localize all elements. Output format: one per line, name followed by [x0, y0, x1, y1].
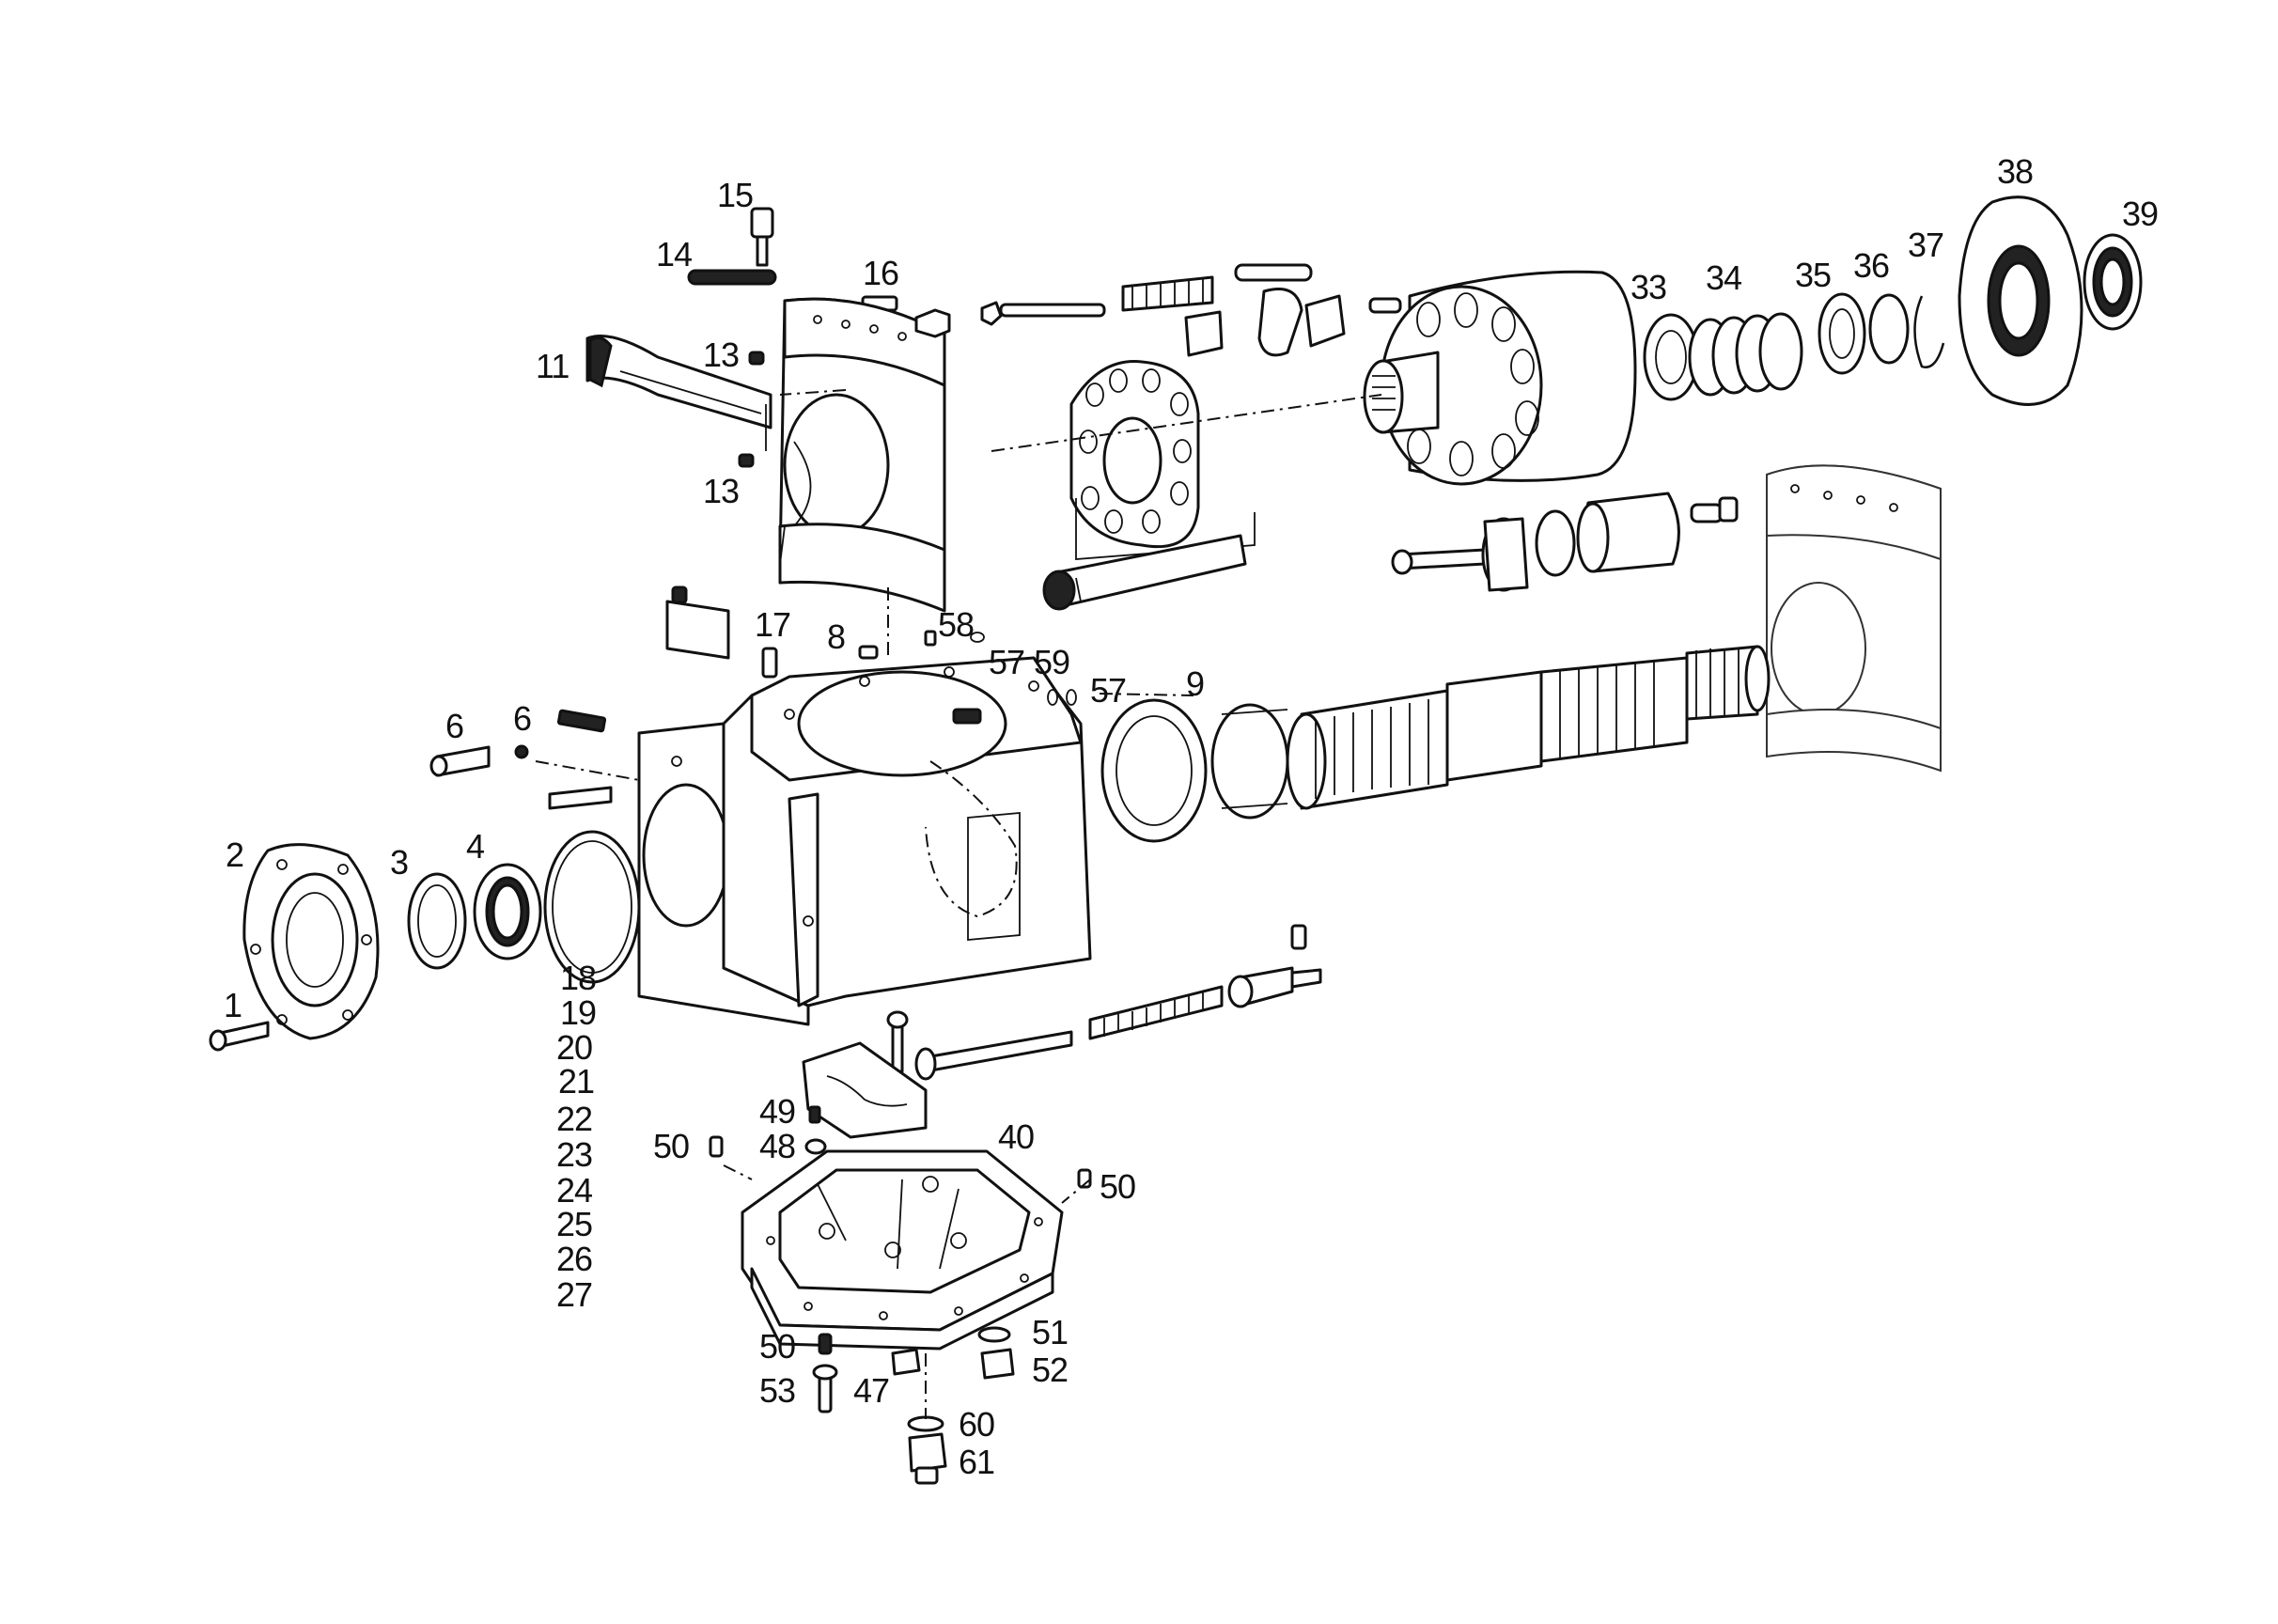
main-case-part	[637, 656, 1092, 1026]
link-plate-part	[687, 269, 777, 286]
label-49: 49	[759, 1092, 795, 1131]
brake-band-part	[585, 335, 772, 451]
thrust-ring-part	[1868, 293, 1910, 365]
label-38: 38	[1997, 152, 2033, 191]
label-57b: 57	[1090, 671, 1126, 710]
label-8: 8	[827, 617, 845, 656]
label-40: 40	[998, 1117, 1034, 1156]
snap-ring-part	[1913, 295, 1945, 368]
label-14: 14	[656, 235, 692, 273]
part-labels: 1 2 3 4 6 6 8 9 11 13 13 14 15 16 17 18 …	[224, 152, 2159, 1481]
bolt-part	[750, 207, 774, 267]
flange-part	[242, 843, 380, 1040]
top-pin-row	[914, 263, 1402, 357]
gasket-ring-part	[543, 830, 641, 984]
name-plate-part	[556, 709, 607, 733]
label-35: 35	[1795, 256, 1831, 294]
label-37: 37	[1908, 226, 1943, 264]
valve-plate-part	[1069, 360, 1256, 560]
part-drawings	[209, 195, 2143, 1485]
label-27: 27	[556, 1275, 592, 1314]
label-6b: 6	[513, 699, 531, 738]
label-60: 60	[959, 1405, 994, 1444]
label-17: 17	[755, 605, 790, 644]
label-50c: 50	[759, 1327, 795, 1366]
main-shaft-part	[1100, 645, 1771, 843]
small-rings-57-59	[761, 630, 1077, 706]
gasket-part	[665, 586, 730, 660]
label-48: 48	[759, 1127, 795, 1165]
right-housing-outline	[1766, 464, 1942, 773]
oil-pan-part	[741, 1149, 1064, 1351]
label-36: 36	[1853, 246, 1889, 285]
label-16: 16	[863, 254, 898, 292]
label-20: 20	[556, 1028, 592, 1067]
label-11: 11	[536, 347, 569, 385]
upper-housing-part	[778, 297, 946, 613]
seal-ring-part	[407, 872, 467, 970]
washer-part	[1818, 292, 1866, 375]
label-24: 24	[556, 1171, 592, 1210]
label-3: 3	[390, 843, 408, 882]
label-33: 33	[1630, 268, 1666, 306]
label-13b: 13	[703, 472, 739, 510]
center-lines	[535, 389, 1382, 1419]
label-34: 34	[1706, 258, 1741, 297]
control-rod-part	[886, 924, 1322, 1081]
spring-stack-part	[1688, 312, 1803, 397]
piston-rod-part	[1042, 534, 1247, 611]
label-50a: 50	[653, 1127, 689, 1165]
selector-plate-part	[802, 1041, 928, 1139]
label-61: 61	[959, 1443, 994, 1481]
label-26: 26	[556, 1240, 592, 1278]
label-1: 1	[224, 986, 242, 1024]
label-51: 51	[1032, 1313, 1068, 1351]
end-cover-part	[1958, 195, 2083, 406]
flange-bolt-part	[209, 1021, 270, 1052]
label-19: 19	[560, 993, 596, 1032]
label-50b: 50	[1100, 1167, 1135, 1206]
label-53: 53	[759, 1371, 795, 1410]
label-2: 2	[226, 835, 243, 874]
bearing-cup-part	[473, 863, 542, 960]
label-22: 22	[556, 1100, 592, 1138]
servo-piston-part	[1391, 492, 1739, 592]
label-9: 9	[1186, 664, 1204, 703]
label-18: 18	[560, 959, 596, 997]
label-57a: 57	[989, 643, 1024, 681]
label-21: 21	[558, 1062, 594, 1101]
label-6a: 6	[445, 707, 463, 745]
label-4: 4	[466, 827, 484, 866]
cylinder-block-part	[1363, 270, 1637, 486]
dowel-pin-part	[429, 744, 613, 810]
label-52: 52	[1032, 1351, 1068, 1389]
label-25: 25	[556, 1205, 592, 1243]
label-59: 59	[1034, 643, 1069, 681]
label-15: 15	[717, 176, 753, 214]
end-bearing-part	[2083, 233, 2143, 331]
label-47: 47	[853, 1371, 889, 1410]
label-23: 23	[556, 1135, 592, 1174]
label-58: 58	[938, 605, 974, 644]
label-13a: 13	[703, 336, 739, 374]
pin-part	[738, 351, 765, 468]
label-39: 39	[2122, 195, 2158, 233]
